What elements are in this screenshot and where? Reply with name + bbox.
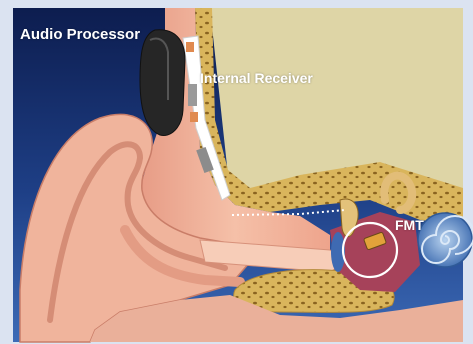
brain-cavity [210, 8, 463, 190]
fmt-label: FMT [395, 217, 424, 233]
audio-processor-label: Audio Processor [20, 26, 140, 43]
internal-receiver-label: Internal Receiver [200, 70, 313, 86]
audio-processor [140, 30, 185, 136]
